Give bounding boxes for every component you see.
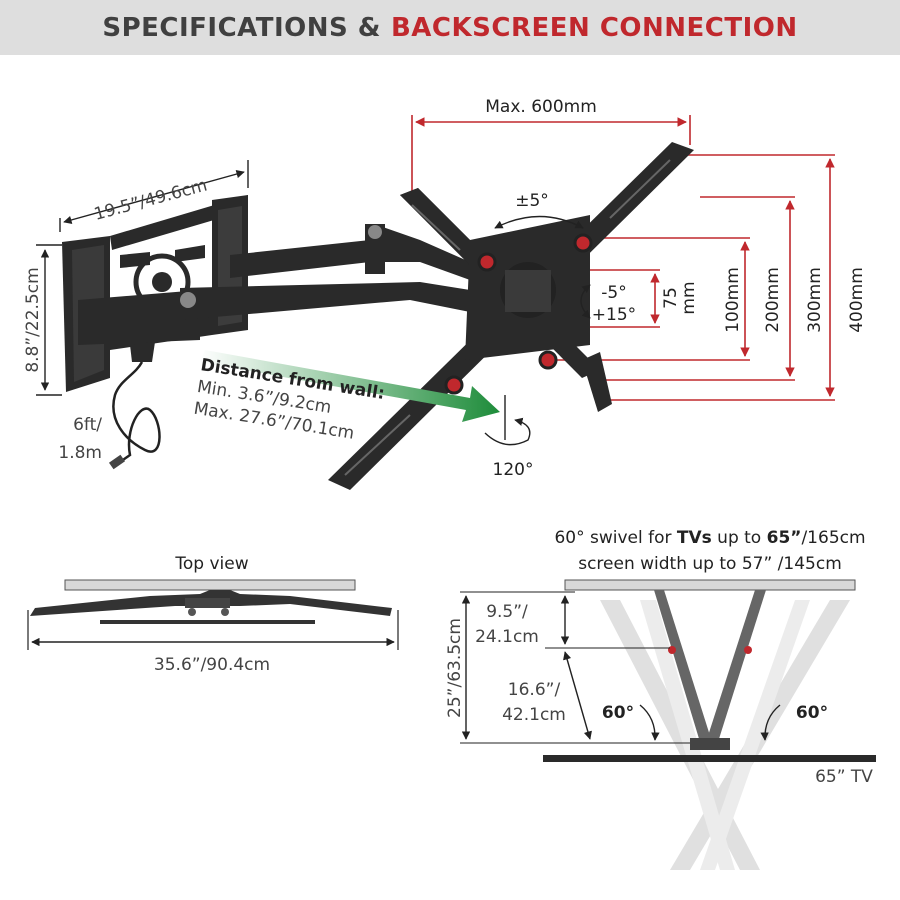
rotation-label: 120° [493, 460, 534, 480]
header-bar: SPECIFICATIONS & BACKSCREEN CONNECTION [0, 0, 900, 55]
rotation-arrows [484, 215, 591, 446]
vesa-mm-label: mm [679, 281, 699, 314]
swivel-drawing [460, 579, 876, 870]
articulating-arm [78, 224, 470, 362]
swivel-seg2-line1: 16.6”/ [508, 680, 561, 700]
header-title-part1: SPECIFICATIONS & [102, 12, 381, 43]
cable-length-line1: 6ft/ [73, 415, 102, 435]
tv-size-label: 65” TV [815, 767, 873, 787]
swivel-height-total: 25”/63.5cm [445, 618, 465, 718]
cable [108, 361, 161, 470]
vesa-red-dimensions [411, 115, 835, 401]
top-view-width: 35.6”/90.4cm [154, 655, 270, 675]
tilt-side-label: ±5° [515, 191, 549, 211]
vesa-200-label: 200mm [763, 267, 783, 333]
swivel-angle-left: 60° [602, 703, 634, 723]
vesa-bracket [328, 142, 694, 490]
tilt-minus-label: -5° [601, 283, 626, 303]
swivel-seg1-line2: 24.1cm [475, 627, 539, 647]
swivel-seg1-line1: 9.5”/ [486, 602, 528, 622]
swivel-line1: 60° swivel for TVs up to 65”/165cm [554, 528, 865, 548]
vesa-300-label: 300mm [805, 267, 825, 333]
swivel-seg2-line2: 42.1cm [502, 705, 566, 725]
vesa-400-label: 400mm [847, 267, 867, 333]
top-view-drawing [27, 579, 399, 650]
max-width-label: Max. 600mm [485, 97, 597, 117]
header-title-part2: BACKSCREEN CONNECTION [390, 12, 798, 43]
vesa-75-label: 75 [661, 287, 681, 309]
swivel-angle-right: 60° [796, 703, 828, 723]
tilt-plus-label: +15° [592, 305, 636, 325]
cable-length-line2: 1.8m [58, 443, 102, 463]
distance-arrow [200, 350, 500, 422]
vesa-100-label: 100mm [723, 267, 743, 333]
swivel-line2: screen width up to 57” /145cm [578, 554, 842, 574]
top-view-title: Top view [174, 554, 248, 574]
plate-height-label: 8.8”/22.5cm [23, 267, 43, 372]
